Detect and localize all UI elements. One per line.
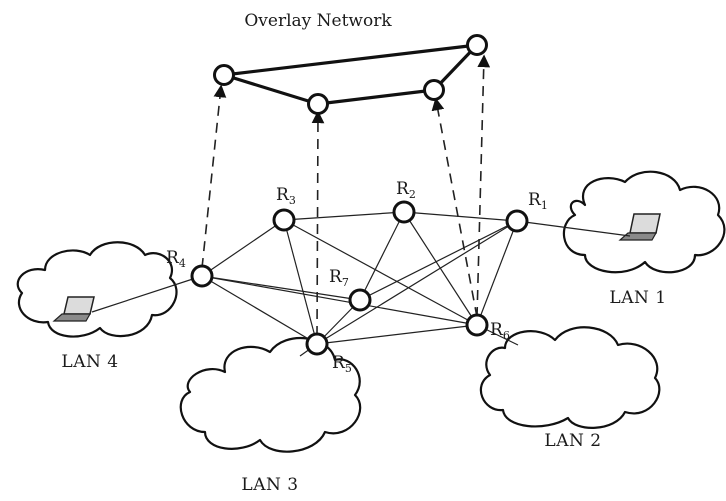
link-r3-r6	[283, 219, 478, 326]
router-r7-label: R7	[329, 267, 349, 289]
link-r4-lan4	[91, 275, 203, 313]
overlay-node-3	[423, 79, 445, 101]
link-r2-r1	[403, 211, 518, 222]
router-r7	[348, 288, 372, 312]
link-r1-lan1	[516, 220, 631, 237]
router-r4-label: R4	[166, 248, 186, 270]
arrow-r6-to-overlay-left	[431, 97, 478, 318]
link-r5-r6	[316, 324, 478, 345]
overlay-link-o2-o3	[317, 88, 435, 106]
router-r5	[305, 332, 329, 356]
lan3-label: LAN 3	[241, 475, 298, 495]
router-r6	[465, 313, 489, 337]
link-r1-r7	[359, 220, 518, 301]
overlay-link-o1-o5	[223, 43, 478, 77]
overlay-node-1	[213, 64, 235, 86]
lan4-label: LAN 4	[61, 352, 118, 372]
lan1-label: LAN 1	[609, 288, 666, 308]
router-r6-label: R6	[490, 320, 510, 342]
link-r4-r7	[201, 275, 361, 301]
overlay-network-title: Overlay Network	[244, 11, 392, 31]
overlay-nodes	[213, 34, 488, 115]
lan4-cloud	[16, 241, 178, 338]
router-r1	[505, 209, 529, 233]
router-labels: R1 R2 R3 R4 R5 R6 R7	[166, 179, 548, 375]
link-r3-r2	[283, 211, 405, 221]
overlay-node-4	[466, 34, 488, 56]
overlay-link-o1-o2	[223, 73, 319, 106]
lan1-laptop-icon	[618, 213, 661, 241]
router-r2	[392, 200, 416, 224]
link-r3-r4	[201, 219, 285, 277]
link-r1-r6	[476, 220, 518, 326]
physical-links	[91, 211, 631, 357]
link-r3-r5	[283, 219, 318, 345]
overlay-mapping-arrows	[201, 54, 491, 337]
link-r4-r5	[201, 275, 318, 345]
link-r1-r5	[316, 220, 518, 345]
router-r1-label: R1	[528, 190, 548, 212]
lan3-cloud	[179, 337, 362, 453]
router-r5-label: R5	[332, 353, 352, 375]
router-nodes	[190, 200, 529, 356]
lan2-label: LAN 2	[544, 431, 601, 451]
lan2-cloud	[479, 326, 661, 429]
router-r3	[272, 208, 296, 232]
arrow-r4-to-overlay	[201, 84, 227, 269]
link-r4-r6	[201, 275, 478, 326]
arrow-r5-to-overlay	[311, 110, 325, 337]
link-r2-r7	[359, 211, 405, 301]
router-r2-label: R2	[396, 179, 416, 201]
router-r3-label: R3	[276, 185, 296, 207]
lan4-laptop-icon	[52, 296, 95, 322]
router-r4	[190, 264, 214, 288]
arrow-r6-to-overlay-right	[476, 54, 491, 318]
overlay-node-2	[307, 93, 329, 115]
